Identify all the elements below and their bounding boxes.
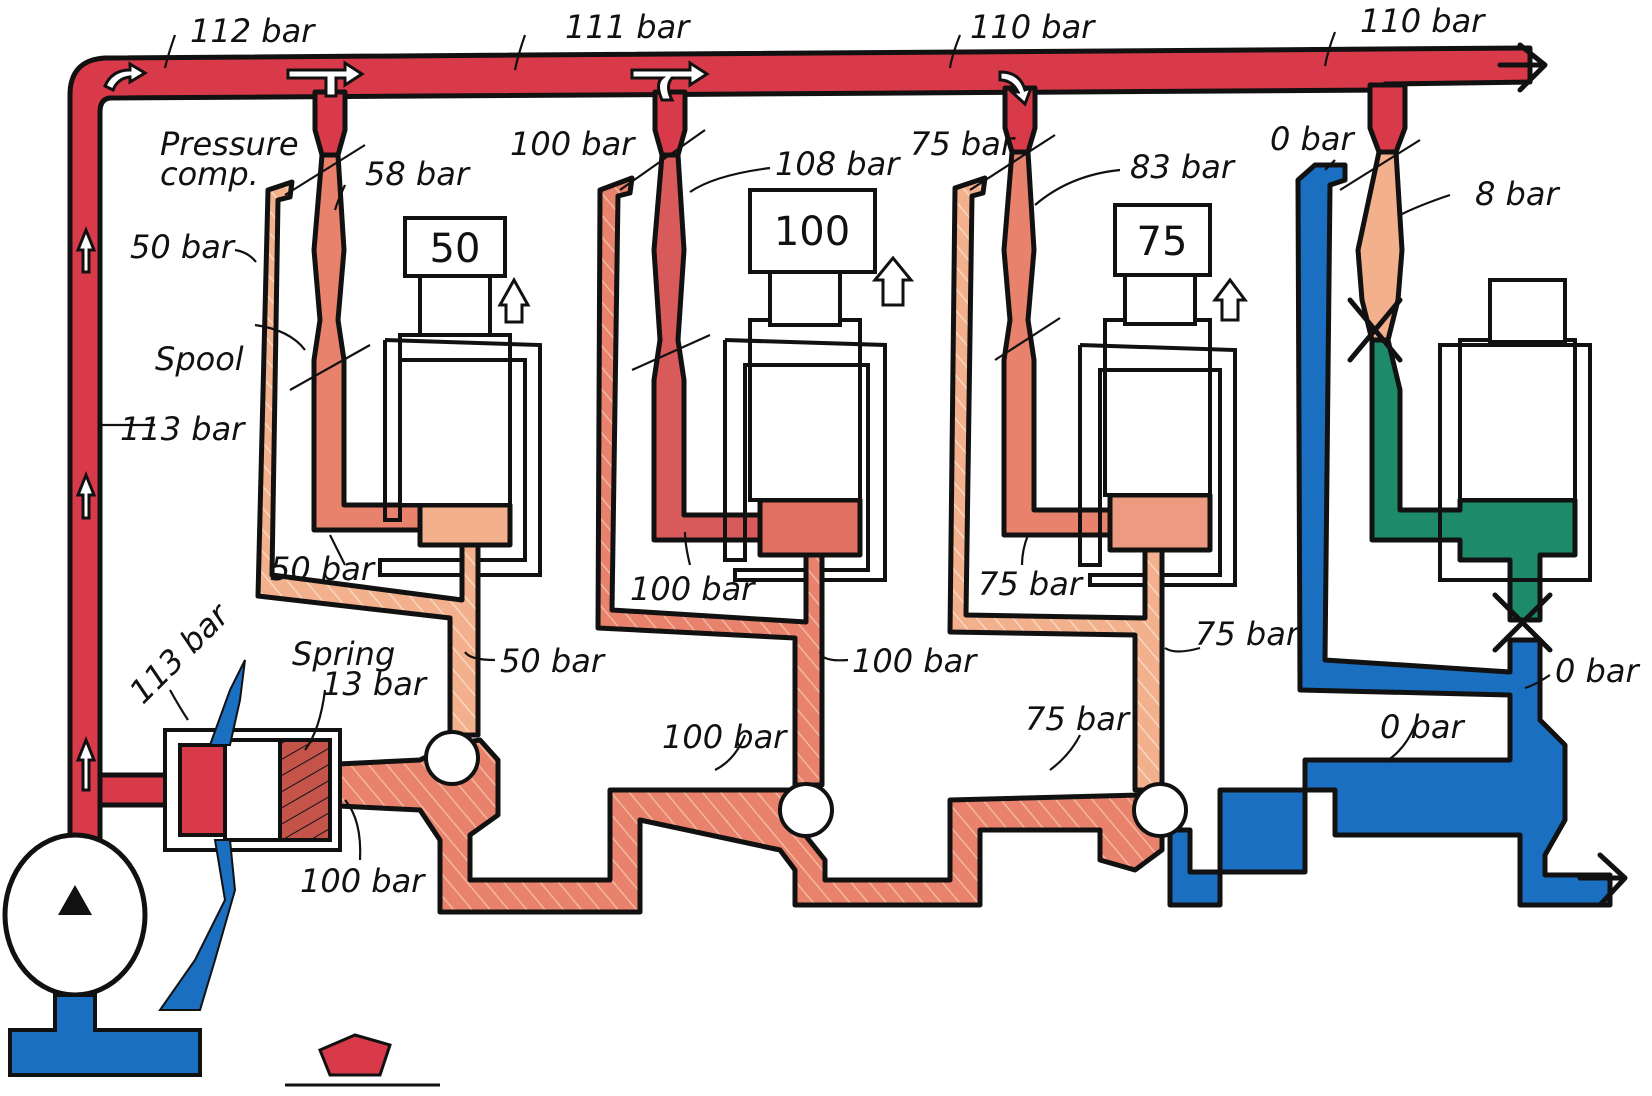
flow-arrow-tee-3	[998, 70, 1034, 107]
supply-dropper-1	[312, 89, 348, 158]
spring-value-label: 13 bar	[322, 665, 428, 703]
flow-arrow-corner	[103, 61, 148, 93]
section-2	[595, 129, 915, 788]
shuttle-ball-1	[424, 730, 480, 786]
cylinder-label-1: 50 bar	[270, 550, 376, 588]
tank-line	[8, 993, 202, 1077]
piston-2	[748, 318, 862, 502]
header-label-4: 110 bar	[1360, 2, 1486, 40]
load-line-label-2: 100 bar	[510, 125, 636, 163]
after-comp-label-2: 108 bar	[775, 145, 901, 183]
rod-3	[1123, 270, 1197, 326]
supply-network	[67, 42, 1548, 853]
return-label-2: 0 bar	[1380, 708, 1465, 746]
blocked-mark-4a	[1347, 297, 1403, 363]
after-comp-label-3: 83 bar	[1130, 148, 1236, 186]
cylinder-housing-4	[1438, 343, 1592, 582]
shuttle-ball-2	[778, 782, 834, 838]
header-label-2: 111 bar	[565, 8, 691, 46]
relief-spray-up	[208, 659, 246, 746]
rod-4	[1488, 278, 1567, 344]
supply-dropper-4	[1367, 82, 1408, 155]
load-block-1	[403, 216, 507, 278]
load-line-label-4: 0 bar	[1270, 120, 1355, 158]
load-up-arrow-2	[871, 255, 915, 307]
cylinder-label-3: 75 bar	[978, 565, 1084, 603]
spool-channel-4	[1355, 149, 1405, 343]
bottom-label-2: 100 bar	[662, 718, 788, 756]
load-value-1: 50	[430, 226, 481, 272]
load-up-arrow-3	[1212, 277, 1248, 322]
leader-lines	[100, 31, 1551, 861]
relief-spring	[278, 738, 332, 842]
figure-decoration	[318, 1033, 392, 1077]
spool-label: Spool	[155, 340, 244, 378]
load-line-label-1: 50 bar	[130, 228, 236, 266]
pressure-comp-label-line2: comp.	[160, 155, 259, 193]
load-up-arrow-1	[497, 276, 531, 324]
load-sense-line-1	[255, 179, 481, 738]
cylinder-housing-1	[378, 338, 542, 577]
flow-arrow-up-1	[75, 225, 97, 274]
pump-direction-icon	[58, 885, 92, 915]
load-sense-line-3	[947, 175, 1165, 793]
piston-4	[1458, 338, 1577, 502]
return-outlet-x	[1577, 852, 1628, 908]
load-block-2	[748, 188, 877, 274]
flow-arrow-up-3	[75, 735, 97, 792]
cylinder-chamber-3	[1107, 492, 1213, 553]
shuttle-label-1: 50 bar	[500, 642, 606, 680]
pressure-comp-label-line1: Pressure	[160, 125, 299, 163]
shuttle-label-2: 100 bar	[852, 642, 978, 680]
flow-arrow-tee	[286, 60, 365, 98]
return-label-1: 0 bar	[1555, 652, 1640, 690]
idle-chamber-4	[1369, 337, 1578, 623]
relief-inlet	[178, 743, 227, 837]
shuttle-ball-3	[1132, 782, 1188, 838]
load-value-3: 75	[1137, 219, 1188, 265]
cylinder-housing-3	[1078, 343, 1237, 587]
header-label-1: 112 bar	[190, 12, 316, 50]
cylinder-label-2: 100 bar	[630, 570, 756, 608]
spring-title-label: Spring	[292, 635, 395, 673]
flow-arrow-up-2	[75, 470, 97, 520]
after-comp-label-1: 58 bar	[365, 155, 471, 193]
relief-spray-down	[158, 839, 237, 1011]
load-value-2: 100	[774, 209, 850, 255]
header-label-3: 110 bar	[970, 8, 1096, 46]
section-4	[1167, 139, 1628, 908]
cylinder-housing-2	[723, 338, 887, 582]
section-1	[255, 144, 542, 738]
load-block-3	[1113, 203, 1212, 277]
rod-1	[418, 273, 492, 337]
relief-poppet	[223, 738, 282, 842]
shuttle-signal-network	[315, 730, 1188, 915]
supply-label: 113 bar	[120, 410, 246, 448]
load-line-label-3: 75 bar	[910, 125, 1016, 163]
shuttle-label-3: 75 bar	[1195, 615, 1301, 653]
load-sense-line-2	[595, 175, 825, 788]
cylinder-chamber-2	[757, 497, 863, 558]
relief-outlet-label: 100 bar	[300, 862, 426, 900]
cylinder-chamber-1	[417, 502, 513, 548]
flow-arrow-tee-2	[630, 60, 710, 102]
rod-2	[768, 268, 842, 327]
return-line	[1167, 162, 1613, 908]
section-3	[947, 134, 1248, 793]
after-comp-label-4: 8 bar	[1475, 175, 1560, 213]
bottom-label-3: 75 bar	[1025, 700, 1131, 738]
relief-label: 113 bar	[122, 595, 238, 711]
pump-relief	[2, 659, 440, 1087]
